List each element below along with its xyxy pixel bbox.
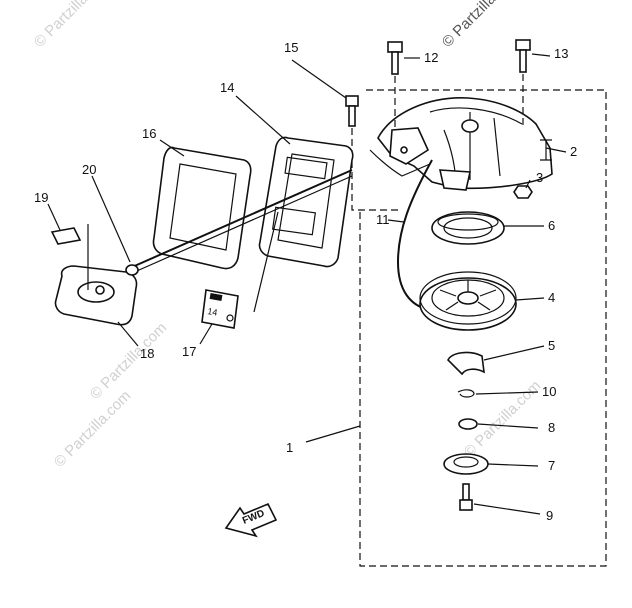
- part-5-pawl: [447, 351, 485, 376]
- label-part-5: 5: [548, 338, 555, 353]
- assembly-box: [359, 89, 607, 567]
- part-9-bolt: [459, 483, 473, 511]
- label-part-4: 4: [548, 290, 555, 305]
- part-11-rope: [396, 159, 433, 311]
- label-part-13: 13: [554, 46, 568, 61]
- starter-rope-edge: [129, 175, 353, 275]
- watermark-mid-left: © Partzilla.com: [87, 319, 170, 402]
- part-8-spring: [458, 418, 478, 430]
- label-part-6: 6: [548, 218, 555, 233]
- part-labels: 1 2 3 4 5 6 7 8 9 10 11 12 13 14 15 16 1…: [34, 40, 577, 523]
- leader-lines: [47, 53, 567, 515]
- part-11-rope-end: [369, 149, 431, 177]
- watermark-top-left: © Partzilla.com: [31, 0, 114, 51]
- watermark-bottom-left: © Partzilla.com: [51, 387, 134, 470]
- part-19-cap: [50, 227, 82, 245]
- label-part-18: 18: [140, 346, 154, 361]
- part-17-tag: 14: [201, 289, 239, 329]
- part-18-handle: [54, 265, 138, 326]
- part-12-bolt: [387, 41, 403, 75]
- label-part-20: 20: [82, 162, 96, 177]
- part-16-frame: [152, 146, 252, 270]
- part-13-bolt: [515, 39, 531, 73]
- part-7-drive-plate: [443, 453, 489, 475]
- part-10-clip: [457, 389, 475, 398]
- label-part-3: 3: [536, 170, 543, 185]
- part-15-bolt: [345, 95, 359, 127]
- label-part-12: 12: [424, 50, 438, 65]
- label-part-11: 11: [376, 212, 390, 227]
- label-part-19: 19: [34, 190, 48, 205]
- watermark-top-right: © Partzilla.com: [439, 0, 522, 51]
- part-14-holder: [258, 136, 354, 268]
- starter-rope: [129, 169, 353, 269]
- label-part-2: 2: [570, 144, 577, 159]
- part-20-knot: [125, 264, 139, 276]
- label-part-10: 10: [542, 384, 556, 399]
- watermark-bottom-right: © Partzilla.com: [461, 377, 544, 460]
- part-4-pulley: [419, 271, 517, 331]
- label-part-17: 17: [182, 344, 196, 359]
- fwd-arrow: FWD: [224, 502, 278, 538]
- label-part-16: 16: [142, 126, 156, 141]
- part-3-nut: [513, 185, 533, 199]
- part-6-spring: [431, 211, 505, 245]
- label-part-15: 15: [284, 40, 298, 55]
- tag-text: 14: [207, 306, 219, 318]
- label-part-9: 9: [546, 508, 553, 523]
- part-2-starter-case: [377, 97, 553, 191]
- label-part-1: 1: [286, 440, 293, 455]
- label-part-7: 7: [548, 458, 555, 473]
- label-part-14: 14: [220, 80, 234, 95]
- label-part-8: 8: [548, 420, 555, 435]
